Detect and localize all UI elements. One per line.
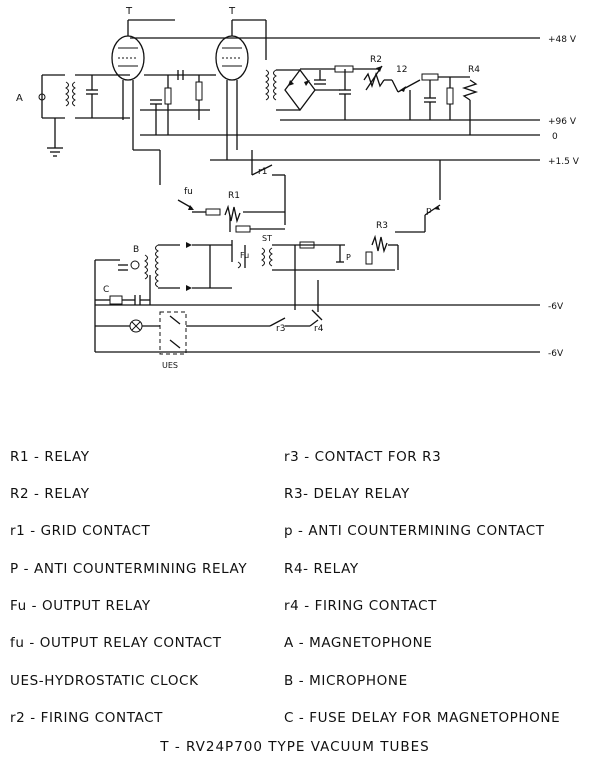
label-r4-contact: r4 — [314, 324, 324, 334]
legend-b-microphone: B - MICROPHONE — [284, 673, 408, 689]
label-12: 12 — [396, 65, 407, 75]
label-b: B — [133, 245, 139, 255]
legend-r1-grid-contact: r1 - GRID CONTACT — [10, 523, 151, 539]
legend-r4-relay: R4- RELAY — [284, 561, 359, 577]
label-fu-relay: Fu — [240, 251, 249, 260]
relay-r4-network — [397, 73, 479, 135]
label-r1-contact: r1 — [258, 167, 267, 177]
relay-r2 — [363, 65, 399, 93]
rail-label-minus6v-b: -6V — [548, 349, 564, 359]
relay-r1-stage — [177, 150, 286, 233]
output-stage — [265, 65, 380, 120]
rail-label-1-5v: +1.5 V — [548, 157, 580, 167]
firing-circuit — [95, 311, 319, 355]
circuit-schematic: +48 V +96 V 0 +1.5 V -6V -6V A T — [16, 6, 580, 370]
legend-a-magnetophone: A - MAGNETOPHONE — [284, 635, 433, 651]
label-p-contact: p — [426, 206, 432, 216]
label-ues: UES — [162, 361, 178, 370]
st-transformer-stage — [261, 160, 441, 321]
vacuum-tube-1 — [111, 19, 175, 150]
label-r3-contact: r3 — [276, 324, 285, 334]
fuse-delay-c — [95, 275, 151, 305]
rail-label-minus6v-a: -6V — [548, 302, 564, 312]
footer-tube-type: T - RV24P700 TYPE VACUUM TUBES — [160, 739, 430, 755]
legend-p-anti-countermining-contact: p - ANTI COUNTERMINING CONTACT — [284, 523, 545, 539]
legend-p-anti-countermining-relay: P - ANTI COUNTERMINING RELAY — [10, 561, 248, 577]
legend-ues-hydrostatic-clock: UES-HYDROSTATIC CLOCK — [10, 673, 199, 689]
microphone-stage — [94, 240, 246, 352]
label-c: C — [103, 285, 109, 295]
legend-c-fuse-delay: C - FUSE DELAY FOR MAGNETOPHONE — [284, 710, 561, 726]
rail-label-48v: +48 V — [548, 35, 577, 45]
coupling-network — [133, 70, 210, 185]
rail-label-96v: +96 V — [548, 117, 577, 127]
legend-r1-relay: R1 - RELAY — [10, 449, 90, 465]
legend-r3-delay-relay: R3- DELAY RELAY — [284, 486, 410, 502]
rail-label-0: 0 — [552, 132, 558, 142]
label-r1: R1 — [228, 191, 240, 201]
label-p-relay: P — [346, 253, 351, 262]
legend-fu-output-relay-contact: fu - OUTPUT RELAY CONTACT — [10, 635, 222, 651]
label-fu: fu — [184, 187, 193, 197]
label-tube-1: T — [125, 6, 133, 17]
label-st: ST — [262, 234, 272, 243]
label-r4: R4 — [468, 65, 480, 75]
vacuum-tube-2 — [210, 19, 267, 160]
legend-r2-relay: R2 - RELAY — [10, 486, 90, 502]
label-r3: R3 — [376, 221, 388, 231]
legend-r2-firing-contact: r2 - FIRING CONTACT — [10, 710, 163, 726]
legend-fu-output-relay: Fu - OUTPUT RELAY — [10, 598, 151, 614]
magnetophone-input — [38, 74, 130, 157]
label-r2: R2 — [370, 55, 382, 65]
legend-r4-firing-contact: r4 - FIRING CONTACT — [284, 598, 437, 614]
legend-r3-contact: r3 - CONTACT FOR R3 — [284, 449, 442, 465]
label-a: A — [16, 93, 23, 104]
label-tube-2: T — [228, 6, 236, 17]
